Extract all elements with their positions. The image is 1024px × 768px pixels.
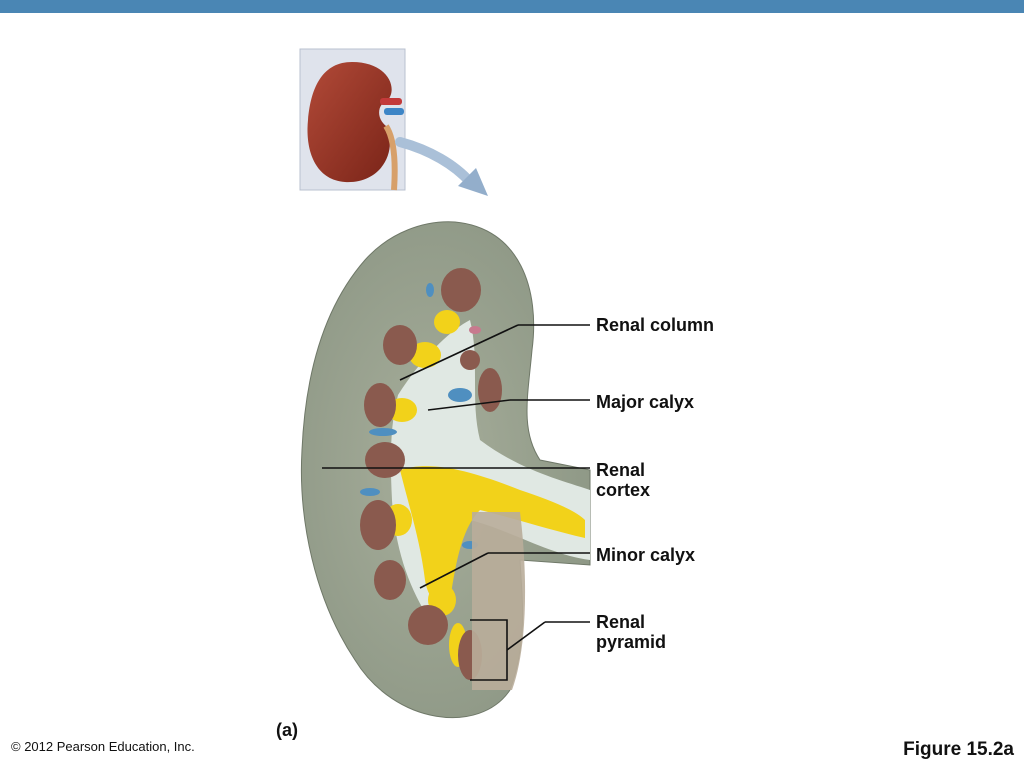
pyramid-1 bbox=[441, 268, 481, 312]
kidney-section bbox=[300, 221, 591, 719]
renal-pyramids bbox=[360, 268, 502, 680]
panel-label: (a) bbox=[276, 720, 298, 740]
label-renal-cortex-line2: cortex bbox=[596, 480, 651, 500]
label-renal-cortex: Renal cortex bbox=[596, 460, 650, 500]
vessel-3 bbox=[360, 488, 380, 496]
zoom-arrow-head bbox=[458, 168, 488, 196]
renal-sinus-cut bbox=[472, 512, 526, 690]
label-major-calyx: Major calyx bbox=[596, 392, 694, 412]
label-renal-pyramid-line1: Renal bbox=[596, 612, 646, 632]
pyramid-4 bbox=[365, 442, 405, 478]
thumbnail-artery bbox=[380, 98, 402, 105]
label-renal-cortex-line1: Renal bbox=[596, 460, 646, 480]
label-renal-column: Renal column bbox=[596, 315, 714, 335]
fat-blob-1 bbox=[434, 310, 460, 334]
vessel-6 bbox=[469, 326, 481, 334]
label-renal-pyramid-line2: pyramid bbox=[596, 632, 667, 652]
fat-blob-2 bbox=[409, 342, 441, 368]
vessel-1 bbox=[448, 388, 472, 402]
pyramid-3 bbox=[364, 383, 396, 427]
label-minor-calyx-text: Minor calyx bbox=[596, 545, 696, 565]
zoom-arrow-shaft bbox=[395, 137, 475, 187]
label-renal-pyramid: Renal pyramid bbox=[596, 612, 666, 652]
vessel-2 bbox=[369, 428, 397, 436]
copyright-notice: © 2012 Pearson Education, Inc. bbox=[11, 739, 195, 754]
kidney-thumbnail bbox=[299, 48, 406, 191]
pyramid-7 bbox=[408, 605, 448, 645]
leader-renal-pyramid-b bbox=[506, 621, 546, 651]
thumbnail-ureter bbox=[383, 124, 398, 191]
leader-lines bbox=[322, 324, 590, 681]
zoom-arrow bbox=[395, 137, 488, 196]
renal-pyramid-bracket bbox=[470, 619, 508, 681]
pyramid-5 bbox=[360, 500, 396, 550]
thumbnail-kidney bbox=[307, 62, 392, 183]
leader-minor-calyx-b bbox=[419, 552, 489, 589]
fat-main bbox=[400, 466, 585, 604]
pyramid-9 bbox=[478, 368, 502, 412]
vessel-5 bbox=[426, 283, 434, 297]
leader-renal-column-b bbox=[399, 324, 519, 381]
top-accent-bar bbox=[0, 0, 1024, 13]
pyramid-2 bbox=[383, 325, 417, 365]
leader-major-calyx-b bbox=[427, 399, 511, 411]
pyramid-6 bbox=[374, 560, 406, 600]
label-renal-column-text: Renal column bbox=[596, 315, 715, 335]
pyramid-10 bbox=[460, 350, 480, 370]
figure-number: Figure 15.2a bbox=[903, 739, 1014, 760]
thumbnail-vein bbox=[384, 108, 404, 115]
label-major-calyx-text: Major calyx bbox=[596, 392, 695, 412]
label-minor-calyx: Minor calyx bbox=[596, 545, 695, 565]
